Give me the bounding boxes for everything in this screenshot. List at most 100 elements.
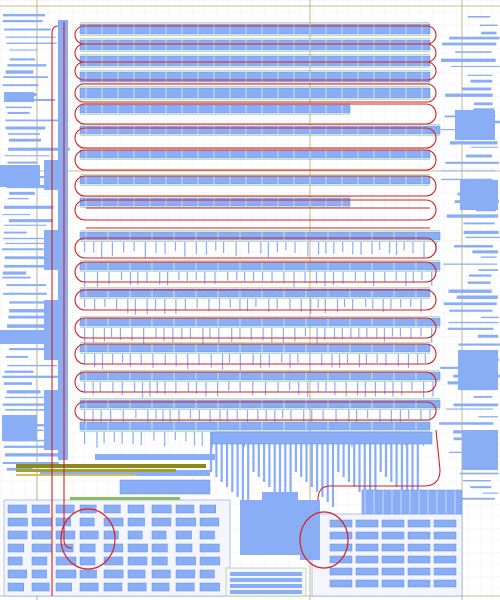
left-pin-wire [3, 382, 33, 385]
left-pin-wire [2, 19, 43, 23]
channel-stub [325, 242, 327, 254]
channel-stub [84, 354, 86, 366]
macro-cell [151, 504, 172, 514]
channel-stub [155, 410, 157, 419]
channel-stub [181, 328, 183, 340]
fan-stub [326, 432, 329, 502]
serpentine-loop [74, 237, 437, 259]
channel-stub [324, 272, 326, 287]
right-pin-wire [446, 214, 499, 218]
channel-stub [120, 272, 123, 281]
channel-stub [100, 410, 102, 422]
macro-cell [55, 517, 71, 527]
left-pin-wire [7, 197, 29, 200]
macro-cell [329, 531, 353, 540]
fan-stub [416, 432, 419, 507]
channel-stub [172, 328, 174, 343]
macro-header [361, 489, 463, 515]
channel-stub [84, 299, 86, 308]
channel-stub [264, 382, 267, 396]
channel-stub [92, 382, 94, 395]
right-pin-wire [482, 492, 499, 494]
channel-stub [133, 382, 136, 392]
left-pin-wire [3, 76, 48, 79]
channel-stub [141, 382, 144, 398]
channel-stub [189, 410, 192, 419]
macro-cell [433, 531, 457, 540]
fan-stub [263, 432, 266, 482]
channel-stub [110, 410, 112, 422]
channel-stub [133, 242, 135, 252]
channel-stub [152, 354, 154, 368]
channel-stub [96, 272, 99, 287]
channel-stub [205, 382, 207, 397]
channel-stub [431, 328, 433, 343]
channel-stub [412, 242, 414, 254]
channel-stub [384, 382, 386, 395]
channel-stub [209, 328, 211, 339]
channel-stub [289, 354, 291, 369]
macro-cell [329, 579, 353, 588]
channel-stub [184, 242, 186, 257]
left-pin-wire [3, 205, 54, 209]
channel-stub [376, 328, 378, 339]
channel-stub [198, 354, 200, 366]
channel-stub [364, 272, 366, 284]
fan-stub [384, 432, 388, 477]
right-pin-fanout [439, 16, 500, 500]
fan-stub [369, 432, 372, 502]
bus-channel [79, 261, 441, 271]
channel-stub [113, 432, 115, 442]
left-pin-wire [5, 409, 48, 411]
left-pin-wire [2, 461, 59, 464]
serpentine-loop [74, 83, 437, 103]
fan-stub [331, 432, 335, 507]
trunk-tap [44, 230, 58, 270]
channel-stub [277, 382, 279, 392]
macro-cell [407, 519, 431, 528]
right-io-cluster [458, 350, 498, 390]
channel-stub [366, 328, 368, 339]
channel-stub [84, 328, 86, 344]
channel-stub [129, 354, 131, 368]
serpentine-loop [74, 103, 437, 125]
fan-stub [310, 432, 313, 487]
right-pin-wire [448, 289, 492, 293]
channel-stub [104, 299, 106, 308]
hard-macro [262, 492, 298, 512]
left-pin-wire [5, 453, 65, 457]
bus-channel [79, 343, 431, 353]
channel-stub [352, 299, 354, 310]
fan-header [211, 431, 433, 445]
fan-stub [400, 432, 403, 492]
right-pin-wire [443, 302, 497, 306]
right-pin-wire [455, 51, 492, 53]
fan-stub [252, 432, 255, 472]
left-pin-wire [5, 119, 69, 122]
channel-stub [195, 272, 197, 281]
left-pin-wire [8, 219, 53, 223]
channel-stub [149, 382, 151, 397]
serpentine-spine [63, 22, 73, 549]
highlight-circle-right [299, 511, 349, 569]
channel-stub [162, 410, 164, 425]
channel-stub [324, 299, 326, 313]
macro-cell [199, 569, 215, 579]
macro-cell [151, 569, 171, 579]
channel-stub [195, 382, 198, 395]
channel-stub [140, 354, 142, 364]
macro-cell [55, 569, 77, 579]
macro-cell [175, 530, 192, 540]
macro-cell [199, 556, 221, 566]
channel-stub [228, 382, 230, 391]
macro-cell [127, 543, 148, 553]
fan-stub [406, 432, 409, 497]
bus-channel [79, 149, 431, 159]
serpentine-spine [51, 25, 59, 596]
channel-stub [343, 299, 346, 308]
left-pin-wire [4, 265, 57, 268]
channel-stub [289, 382, 291, 391]
channel-stub [227, 272, 229, 281]
